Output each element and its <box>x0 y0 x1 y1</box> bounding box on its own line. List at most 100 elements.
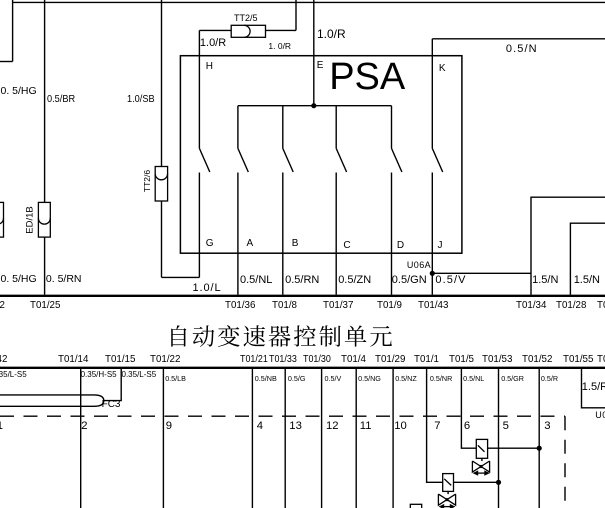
pin-number-6: 6 <box>463 419 471 432</box>
wire-label-0-5-zn: 0.5/ZN <box>338 274 372 286</box>
terminal-t01-28: T01/28 <box>556 298 587 311</box>
wire-label-1-5-n-left: 1.5/N <box>532 274 559 287</box>
fuse-arc-ed1b <box>37 218 51 225</box>
wire-label-0-5-nl: 0.5/NL <box>240 274 273 286</box>
wire-label-0-5-ng: 0.5/NG <box>358 373 381 383</box>
wire-t01-55 <box>580 368 605 409</box>
wire-label-1-0-r-left: 1.0/R <box>199 37 227 50</box>
fc3-nose <box>93 394 105 407</box>
terminal-t01-55: T01/55 <box>562 353 594 366</box>
wire-t01-34 <box>530 196 605 295</box>
pin-number-11: 11 <box>359 419 372 432</box>
wire-label-0-5-lb: 0.5/LB <box>165 373 186 383</box>
valve-center-1 <box>479 464 483 469</box>
junction-dot-e <box>311 103 317 109</box>
wire-label-0-35-l-s5: 0.35/L-S5 <box>121 370 157 380</box>
terminal-letter-a: A <box>246 238 254 249</box>
terminal-letter-c: C <box>343 239 351 251</box>
wire-label-0-5-hg-upper: 0. 5/HG <box>0 84 37 97</box>
wire-label-1-0-sb: 1.0/SB <box>127 93 155 106</box>
column-t15-fc3 <box>103 368 122 402</box>
fuse-arc-tt26 <box>154 173 169 181</box>
terminal-letter-d: D <box>396 239 405 251</box>
wire-label-0-5-v: 0.5/V <box>435 274 467 287</box>
solenoid-diag-2 <box>443 478 452 486</box>
wire-label-0-5-nb: 0.5/NB <box>254 373 277 383</box>
junction-dot-sol1 <box>536 445 542 451</box>
solenoid-box-3-cut <box>409 503 423 508</box>
wire-label-0-35-l-s5-cut: 0.35/L-S5 <box>0 370 27 380</box>
terminal-t01-25: T01/25 <box>29 298 60 311</box>
pin-number-3: 3 <box>544 419 551 432</box>
wire-label-0-5-gn: 0.5/GN <box>391 274 427 286</box>
terminal-t01-52: T01/52 <box>521 353 553 366</box>
fuse-box-tt25 <box>230 24 267 38</box>
wire-label-0-5-rn: 0.5/RN <box>285 274 320 286</box>
controller-box <box>179 54 463 254</box>
wire-label-0-5-nz: 0.5/NZ <box>395 373 417 383</box>
terminal-letter-b: B <box>291 238 299 249</box>
valve-tri-right-1 <box>479 460 491 474</box>
terminal-t01-36: T01/36 <box>225 298 256 311</box>
terminal-t01-43: T01/43 <box>418 298 449 311</box>
terminal-t01-2: T01/2 <box>0 298 6 311</box>
terminal-t01-14: T01/14 <box>58 353 89 366</box>
wire-label-1-5-r: 1.5/R <box>581 381 605 394</box>
valve-arrowhead-1r <box>484 470 490 476</box>
terminal-t01-29: T01/29 <box>375 353 406 366</box>
fuse-arc-tt25 <box>244 24 251 38</box>
pin-number-7: 7 <box>434 419 441 432</box>
pin-number-12: 12 <box>326 419 339 432</box>
fuse-label-ed-1b: ED/1B <box>24 205 36 234</box>
controller-name: PSA <box>329 55 406 98</box>
column-t5 <box>460 368 477 449</box>
fuse-arc-left-cut <box>0 218 5 225</box>
fuse-label-tt2-5: TT2/5 <box>234 12 258 23</box>
switch-c-blade <box>335 148 348 173</box>
terminal-t01-30: T01/30 <box>303 353 332 366</box>
terminal-t01-5: T01/5 <box>449 353 475 366</box>
wire-label-0-5-v-bottom: 0.5/V <box>324 373 342 383</box>
terminal-t01-42: T01/42 <box>0 353 8 366</box>
pin-number-10: 10 <box>394 419 407 432</box>
switch-a-blade <box>237 148 249 173</box>
diagram-title-glyphs <box>171 325 392 347</box>
junction-label-u06a: U06A <box>406 260 432 271</box>
fuse-box-tt26 <box>154 165 169 202</box>
terminal-letter-j: J <box>437 239 443 251</box>
pin-number-1: 1 <box>0 420 3 432</box>
terminal-letter-e: E <box>316 60 324 72</box>
switch-b-blade <box>282 148 294 173</box>
valve-tri-left-2 <box>437 493 449 507</box>
terminal-t01-15: T01/15 <box>104 353 136 366</box>
junction-label-u06a-cut: U06A <box>595 409 605 420</box>
terminal-t01-21: T01/21 <box>239 353 268 366</box>
wire-label-1-0-l: 1.0/L <box>192 281 222 294</box>
fuse-box-ed1b <box>37 201 51 238</box>
valve-tri-left-1 <box>471 460 483 474</box>
valve-center-2 <box>445 498 449 502</box>
pin-number-5: 5 <box>502 419 509 432</box>
terminal-t01-8: T01/8 <box>272 298 298 311</box>
wire-t01-28 <box>569 222 605 295</box>
pin-number-2: 2 <box>81 419 88 432</box>
pin-number-13: 13 <box>289 419 302 432</box>
fuse-label-tt2-6: TT2/6 <box>141 169 152 192</box>
wire-label-1-0-r-right: 1.0/R <box>317 26 346 41</box>
terminal-t01-37: T01/37 <box>323 298 354 311</box>
solenoid-diag-1 <box>477 444 485 453</box>
junction-dot-sol2 <box>495 479 502 485</box>
wire-label-0-5-br: 0.5/BR <box>47 93 76 106</box>
wire-label-0-5-hg-lower: 0. 5/HG <box>0 273 37 285</box>
pin-number-9: 9 <box>165 419 173 432</box>
pin-number-4: 4 <box>256 419 264 432</box>
terminal-letter-k: K <box>438 63 446 74</box>
terminal-t01-cut: T01/ <box>597 298 605 311</box>
terminal-t01-cut-right: T01/ <box>597 353 605 366</box>
wire-label-0-5-g: 0.5/G <box>287 373 306 383</box>
terminal-t01-9: T01/9 <box>376 298 402 311</box>
valve-tri-right-2 <box>445 493 457 507</box>
terminal-letter-g: G <box>205 238 214 249</box>
terminal-t01-4: T01/4 <box>341 353 367 366</box>
